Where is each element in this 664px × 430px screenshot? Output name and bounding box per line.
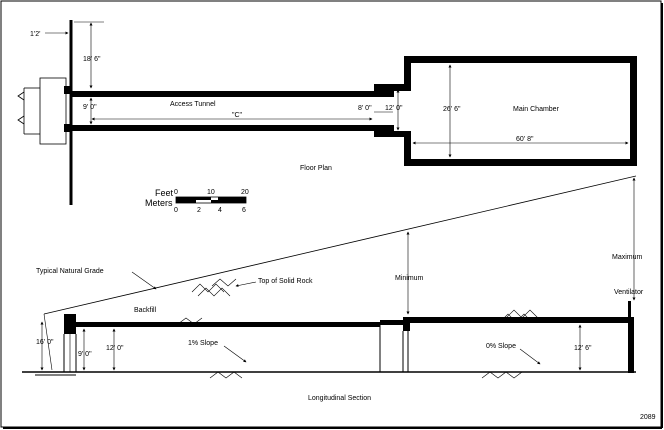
scale-meters-label: Meters [145,198,173,208]
longitudinal-section-title: Longitudinal Section [308,395,371,402]
feet-tick-10: 10 [207,189,215,196]
dim-9ft-section: 9' 0" [78,351,92,358]
rock-hatching [177,278,539,379]
feet-tick-0: 0 [174,189,178,196]
dim-8ft: 8' 0" [358,105,372,112]
meter-tick-2: 2 [197,207,201,214]
access-tunnel-label: Access Tunnel [170,101,216,108]
dim-12ft-section: 12' 0" [106,345,124,352]
dim-1ft: 1'2' [30,31,40,38]
dim-60ft8: 60' 8" [516,136,534,143]
ventilator-label: Ventilator [614,289,644,296]
backfill-label: Backfill [134,307,157,314]
tunnel-roof [76,322,380,327]
dim-c: "C" [232,112,243,119]
meter-tick-4: 4 [218,207,222,214]
dim-18ft6: 18' 6" [83,56,101,63]
natural-grade-line [43,175,637,315]
portal-entry [17,77,72,145]
chamber-end-wall [628,317,634,373]
tunnel-wall-bottom [72,125,374,131]
scale-bar: Feet Meters 0 10 20 0 2 4 6 [145,188,249,214]
feet-tick-20: 20 [241,189,249,196]
floor-plan-title: Floor Plan [300,165,332,172]
slope-1pct-label: 1% Slope [188,340,218,347]
minimum-label: Minimum [395,275,424,282]
natural-grade-label: Typical Natural Grade [36,268,104,275]
dim-12ft-plan: 12' 0" [385,105,403,112]
scale-feet-label: Feet [155,188,174,198]
dim-12ft6: 12' 6" [574,345,592,352]
floor-plan: 1'2' 18' 6" 9' 0" Access Tunnel "C" 8' 0… [17,20,637,205]
figure-number: 2089 [640,414,656,421]
tunnel-wall-top [72,91,374,97]
main-chamber-label: Main Chamber [513,106,560,113]
meter-tick-6: 6 [242,207,246,214]
meter-tick-0: 0 [174,207,178,214]
top-solid-rock-label: Top of Solid Rock [258,278,313,285]
dim-16ft: 16' 0" [36,339,54,346]
longitudinal-section: 16' 0" 9' 0" 12' 0" 12' 6" Minimum Maxim… [22,175,644,402]
dim-9ft-tunnel: 9' 0" [83,104,97,111]
dim-26ft6: 26' 6" [443,106,461,113]
chamber-roof [408,317,634,323]
maximum-label: Maximum [612,254,643,261]
ventilator-shaft [628,301,631,317]
slope-0pct-label: 0% Slope [486,343,516,350]
